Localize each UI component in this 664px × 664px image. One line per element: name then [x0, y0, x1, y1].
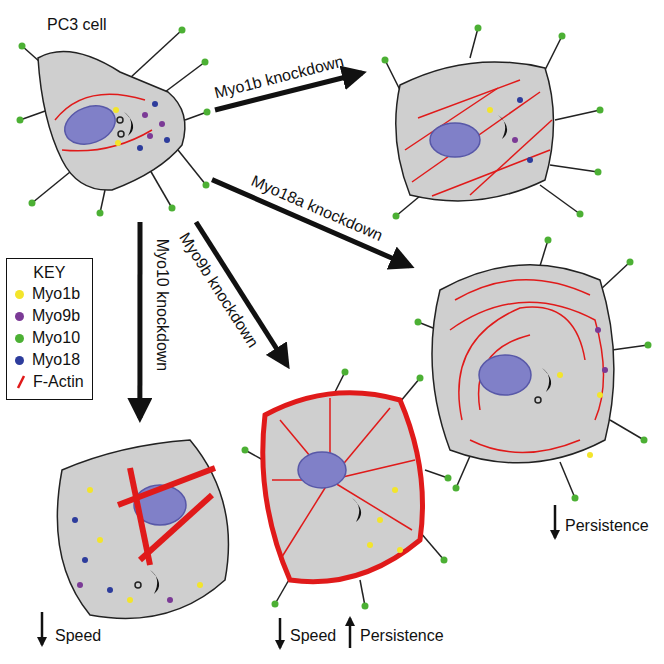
- legend-text: Myo1b: [32, 283, 80, 305]
- effect-label: Speed: [290, 626, 336, 645]
- cell-node: Speed: [15, 418, 245, 658]
- change-arrow: [42, 505, 555, 648]
- myo18a-knockdown-cell: [415, 237, 652, 502]
- legend-entry: F-Actin: [15, 371, 84, 393]
- legend-line-sample: [15, 375, 27, 389]
- knockdown-label: Myo10 knockdown: [153, 239, 172, 372]
- myo10-knockdown-cell: [57, 440, 228, 618]
- knockdown-arrow: [137, 222, 142, 418]
- cell-node: Speed Persistence: [245, 365, 455, 658]
- legend-title: KEY: [15, 263, 84, 283]
- legend-swatch: [15, 312, 24, 321]
- legend-box: KEYMyo1bMyo9bMyo10Myo18F-Actin: [6, 258, 93, 400]
- legend-text: F-Actin: [33, 371, 84, 393]
- legend-entry: Myo10: [15, 327, 84, 349]
- myo1b-knockdown-cell: [382, 25, 604, 220]
- knockdown-label: Myo9b knockdown: [175, 229, 262, 351]
- legend-entry: Myo9b: [15, 305, 84, 327]
- legend-text: Myo18: [32, 349, 80, 371]
- legend-entry: Myo1b: [15, 283, 84, 305]
- myo9b-knockdown-cell: [242, 369, 452, 610]
- legend-swatch: [15, 290, 24, 299]
- legend-swatch: [15, 334, 24, 343]
- effect-label: Persistence: [565, 516, 649, 535]
- knockdown-arrow: [212, 180, 410, 266]
- legend-text: Myo9b: [32, 305, 80, 327]
- cell-node: Persistence: [410, 235, 655, 545]
- legend-entry: Myo18: [15, 349, 84, 371]
- legend-text: Myo10: [32, 327, 80, 349]
- cell-title: PC3 cell: [47, 15, 107, 34]
- legend-swatch: [15, 356, 24, 365]
- effect-label: Persistence: [360, 626, 444, 645]
- cell-node: PC3 cell: [12, 10, 212, 222]
- knockdown-label: Myo18a knockdown: [248, 171, 385, 245]
- pc3-cell: [17, 27, 211, 217]
- effect-label: Speed: [55, 626, 101, 645]
